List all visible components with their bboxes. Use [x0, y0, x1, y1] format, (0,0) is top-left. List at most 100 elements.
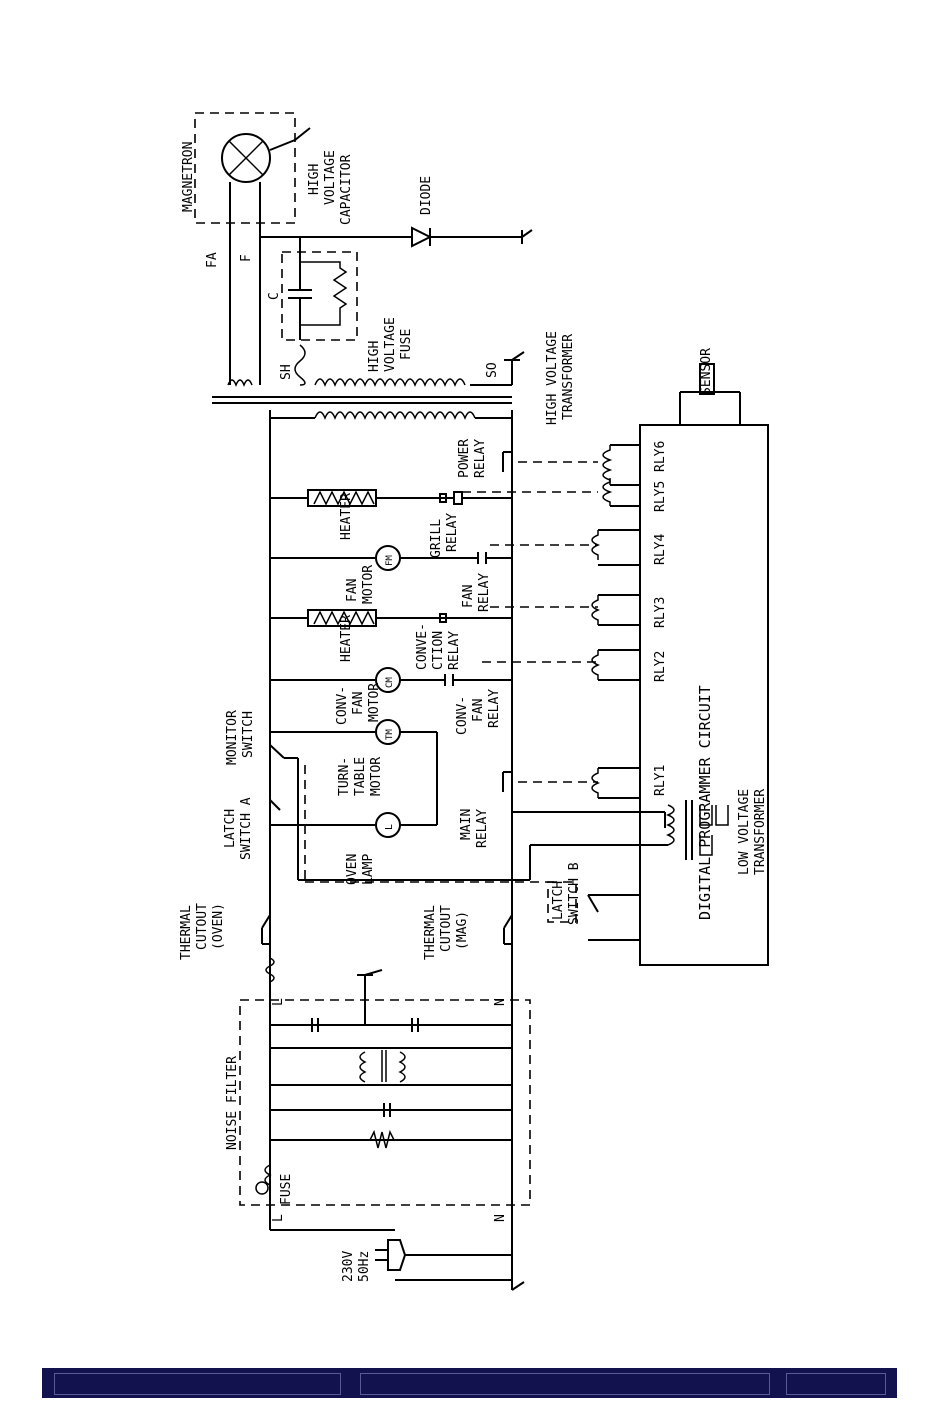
- tm-symbol: TM: [385, 729, 395, 740]
- label-relays: RLY6 RLY5 RLY4 RLY3 RLY2 RLY1: [653, 441, 668, 796]
- convection-heater-branch: [270, 606, 598, 627]
- n-bottom-label: N: [493, 1214, 508, 1222]
- svg-text:CONV-: CONV-: [455, 696, 470, 735]
- turntable-motor-branch: [270, 719, 438, 825]
- power-plug: [270, 1229, 525, 1291]
- svg-text:(MAG): (MAG): [455, 911, 470, 950]
- svg-text:GRILL: GRILL: [429, 519, 444, 558]
- label-supply: 230V 50Hz: [341, 1251, 372, 1282]
- svg-text:HIGH VOLTAGE: HIGH VOLTAGE: [545, 331, 560, 425]
- fm-symbol: FM: [385, 555, 395, 566]
- grill-heater-branch: [270, 489, 598, 507]
- so-label: SO: [485, 362, 500, 378]
- footer-cell-middle: [360, 1373, 770, 1395]
- noise-filter-label: NOISE FILTER: [225, 1056, 240, 1150]
- label-latch-switch-a: LATCH SWITCH A: [223, 797, 254, 860]
- label-power-relay: POWER RELAY: [457, 439, 488, 478]
- svg-text:LATCH: LATCH: [551, 881, 566, 920]
- fa-label: FA: [205, 252, 220, 268]
- heater-grill-label: HEATER: [339, 493, 354, 540]
- power-relay: [502, 451, 598, 472]
- fuse-label: FUSE: [279, 1174, 294, 1205]
- svg-text:LOW VOLTAGE: LOW VOLTAGE: [737, 789, 752, 875]
- high-voltage-transformer: [212, 351, 525, 420]
- label-conv-fan-relay: CONV- FAN RELAY: [455, 689, 502, 735]
- svg-text:TURN-: TURN-: [337, 757, 352, 796]
- heater-conv-label: HEATER: [339, 615, 354, 662]
- footer-cell-left: [54, 1373, 341, 1395]
- cm-symbol: CM: [385, 677, 395, 688]
- label-fan-relay: FAN RELAY: [461, 573, 492, 612]
- svg-text:MAIN: MAIN: [459, 809, 474, 840]
- svg-text:HIGH: HIGH: [367, 341, 382, 372]
- svg-text:MONITOR: MONITOR: [225, 710, 240, 765]
- svg-text:FUSE: FUSE: [399, 329, 414, 360]
- svg-text:50Hz: 50Hz: [357, 1251, 372, 1282]
- digital-programmer-circuit: [591, 363, 769, 966]
- svg-text:FAN: FAN: [351, 692, 366, 715]
- svg-text:RELAY: RELAY: [487, 689, 502, 728]
- svg-text:SWITCH A: SWITCH A: [239, 797, 254, 860]
- svg-text:RELAY: RELAY: [447, 631, 462, 670]
- svg-text:FAN: FAN: [461, 585, 476, 608]
- dpc-label: DIGITAL PROGRAMMER CIRCUIT: [696, 685, 714, 920]
- label-grill-relay: GRILL RELAY: [429, 513, 460, 558]
- svg-text:FAN: FAN: [471, 699, 486, 722]
- svg-text:FAN: FAN: [345, 579, 360, 602]
- svg-text:RLY3: RLY3: [653, 597, 668, 628]
- svg-text:POWER: POWER: [457, 439, 472, 478]
- label-fan-motor: FAN MOTOR: [345, 565, 376, 604]
- f-label: F: [239, 254, 254, 262]
- conv-fan-motor-branch: [270, 661, 598, 693]
- svg-text:CTION: CTION: [431, 631, 446, 670]
- svg-text:CUTOUT: CUTOUT: [195, 903, 210, 950]
- l-top-label: L: [271, 998, 286, 1006]
- svg-text:OVEN: OVEN: [345, 854, 360, 885]
- svg-text:RLY6: RLY6: [653, 441, 668, 472]
- svg-text:RLY4: RLY4: [653, 534, 668, 565]
- svg-text:HIGH: HIGH: [307, 164, 322, 195]
- svg-text:230V: 230V: [341, 1251, 356, 1282]
- svg-text:RELAY: RELAY: [477, 573, 492, 612]
- thermal-cutout-mag: [503, 914, 513, 945]
- svg-text:RLY1: RLY1: [653, 765, 668, 796]
- label-hv-capacitor: HIGH VOLTAGE CAPACITOR: [307, 150, 354, 225]
- svg-text:(OVEN): (OVEN): [211, 903, 226, 950]
- sensor-label: SENSOR: [699, 348, 714, 395]
- magnetron: [194, 112, 311, 385]
- label-turntable-motor: TURN- TABLE MOTOR: [337, 757, 384, 796]
- svg-text:MOTOR: MOTOR: [369, 757, 384, 796]
- label-convection-relay: CONVE- CTION RELAY: [415, 623, 462, 670]
- n-top-label: N: [493, 998, 508, 1006]
- label-hv-fuse: HIGH VOLTAGE FUSE: [367, 317, 414, 372]
- svg-text:RELAY: RELAY: [445, 513, 460, 552]
- l-bottom-label: L: [271, 1214, 286, 1222]
- label-conv-fan-motor: CONV- FAN MOTOR: [335, 683, 382, 725]
- svg-text:VOLTAGE: VOLTAGE: [383, 317, 398, 372]
- svg-text:CUTOUT: CUTOUT: [439, 905, 454, 952]
- svg-text:RELAY: RELAY: [473, 439, 488, 478]
- c-label: C: [267, 292, 282, 300]
- svg-text:CONVE-: CONVE-: [415, 623, 430, 670]
- svg-text:LAMP: LAMP: [361, 854, 376, 885]
- svg-text:SWITCH B: SWITCH B: [567, 862, 582, 925]
- label-magnetron: MAGNETRON: [181, 142, 196, 212]
- lamp-symbol: L: [384, 824, 395, 830]
- svg-text:RLY2: RLY2: [653, 651, 668, 682]
- thermal-cutout-oven: [261, 914, 275, 983]
- svg-text:TABLE: TABLE: [353, 757, 368, 796]
- footer-bar: [42, 1368, 897, 1398]
- label-thermal-cutout-oven: THERMAL CUTOUT (OVEN): [179, 903, 226, 960]
- fan-motor-branch: [270, 544, 598, 571]
- svg-text:CAPACITOR: CAPACITOR: [339, 154, 354, 225]
- svg-text:MOTOR: MOTOR: [367, 683, 382, 722]
- label-lv-transformer: LOW VOLTAGE TRANSFORMER: [737, 789, 768, 875]
- svg-text:MOTOR: MOTOR: [361, 565, 376, 604]
- svg-text:THERMAL: THERMAL: [179, 905, 194, 960]
- svg-text:TRANSFORMER: TRANSFORMER: [561, 334, 576, 420]
- svg-text:RLY5: RLY5: [653, 481, 668, 512]
- svg-text:RELAY: RELAY: [475, 809, 490, 848]
- svg-text:LATCH: LATCH: [223, 809, 238, 848]
- label-thermal-cutout-mag: THERMAL CUTOUT (MAG): [423, 905, 470, 960]
